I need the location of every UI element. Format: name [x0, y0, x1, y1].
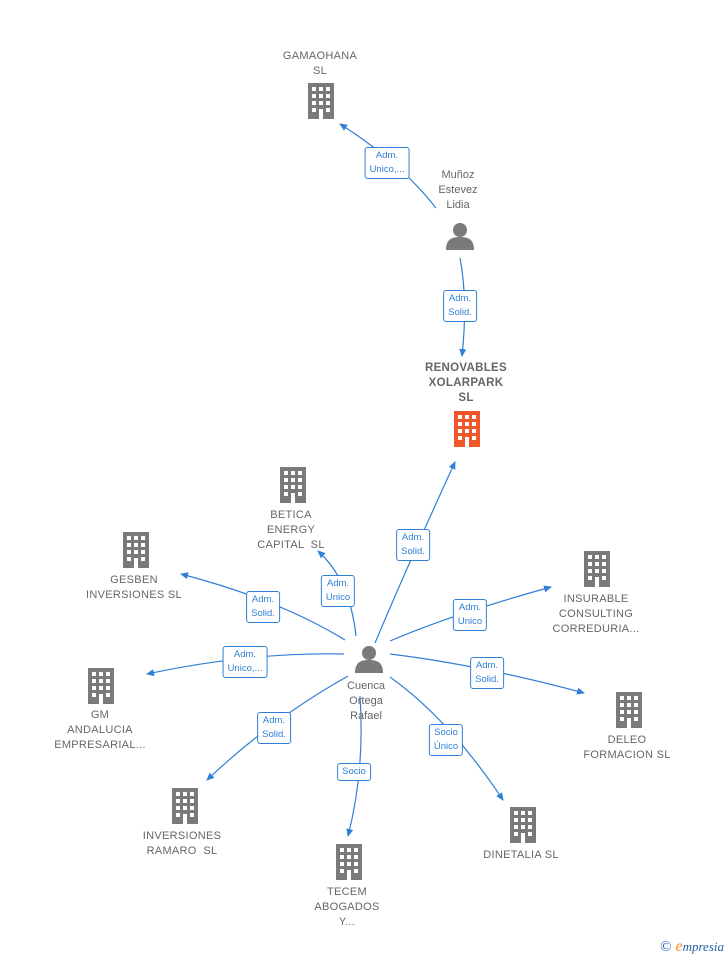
building-icon-dinetalia[interactable]: [510, 807, 536, 843]
building-icon-gm[interactable]: [88, 668, 114, 704]
building-icon-ramaro[interactable]: [172, 788, 198, 824]
node-label-insurable[interactable]: INSURABLE CONSULTING CORREDURIA...: [552, 593, 640, 635]
edge-label-cuenca-betica[interactable]: Adm. Unico: [320, 575, 356, 607]
edge-label-cuenca-gesben[interactable]: Adm. Solid.: [246, 591, 280, 623]
node-label-munoz[interactable]: Muñoz Estevez Lidia: [438, 169, 478, 211]
node-label-tecem[interactable]: TECEM ABOGADOS Y...: [314, 886, 380, 928]
edge-label-cuenca-insurable[interactable]: Adm. Unico: [452, 599, 488, 631]
building-icon-tecem[interactable]: [336, 844, 362, 880]
edge-label-munoz-renovables[interactable]: Adm. Solid.: [443, 290, 477, 322]
node-label-dinetalia[interactable]: DINETALIA SL: [483, 849, 559, 861]
node-label-betica[interactable]: BETICA ENERGY CAPITAL SL: [257, 509, 325, 551]
node-label-gm[interactable]: GM ANDALUCIA EMPRESARIAL...: [54, 709, 146, 751]
edge-label-cuenca-dinetalia[interactable]: Socio Único: [428, 724, 464, 756]
edge-label-cuenca-gm[interactable]: Adm. Unico,...: [222, 646, 268, 678]
building-icon-deleo[interactable]: [616, 692, 642, 728]
node-label-ramaro[interactable]: INVERSIONES RAMARO SL: [142, 830, 222, 857]
copyright-icon: ©: [660, 938, 672, 955]
node-label-renovables[interactable]: RENOVABLES XOLARPARK SL: [424, 362, 508, 404]
node-label-gesben[interactable]: GESBEN INVERSIONES SL: [86, 574, 182, 601]
brand-initial: e: [675, 938, 683, 955]
person-icon-cuenca[interactable]: [355, 646, 383, 673]
node-label-gamaohana[interactable]: GAMAOHANA SL: [282, 50, 358, 77]
building-icon-gamaohana[interactable]: [308, 83, 334, 119]
empresia-logo: © empresia: [660, 938, 724, 956]
edge-label-cuenca-ramaro[interactable]: Adm. Solid.: [257, 712, 291, 744]
person-icon-munoz[interactable]: [446, 223, 474, 250]
edge-label-cuenca-deleo[interactable]: Adm. Solid.: [470, 657, 504, 689]
brand-name: mpresia: [682, 939, 724, 954]
building-icon-insurable[interactable]: [584, 551, 610, 587]
building-icon-betica[interactable]: [280, 467, 306, 503]
building-icon-gesben[interactable]: [123, 532, 149, 568]
edge-label-cuenca-tecem[interactable]: Socio: [337, 763, 371, 781]
node-label-cuenca[interactable]: Cuenca Ortega Rafael: [347, 680, 385, 722]
building-icon-renovables[interactable]: [454, 411, 480, 447]
node-label-deleo[interactable]: DELEO FORMACION SL: [583, 734, 671, 761]
edge-label-cuenca-renovables[interactable]: Adm. Solid.: [396, 529, 430, 561]
edge-label-munoz-gamaohana[interactable]: Adm. Unico,...: [364, 147, 410, 179]
